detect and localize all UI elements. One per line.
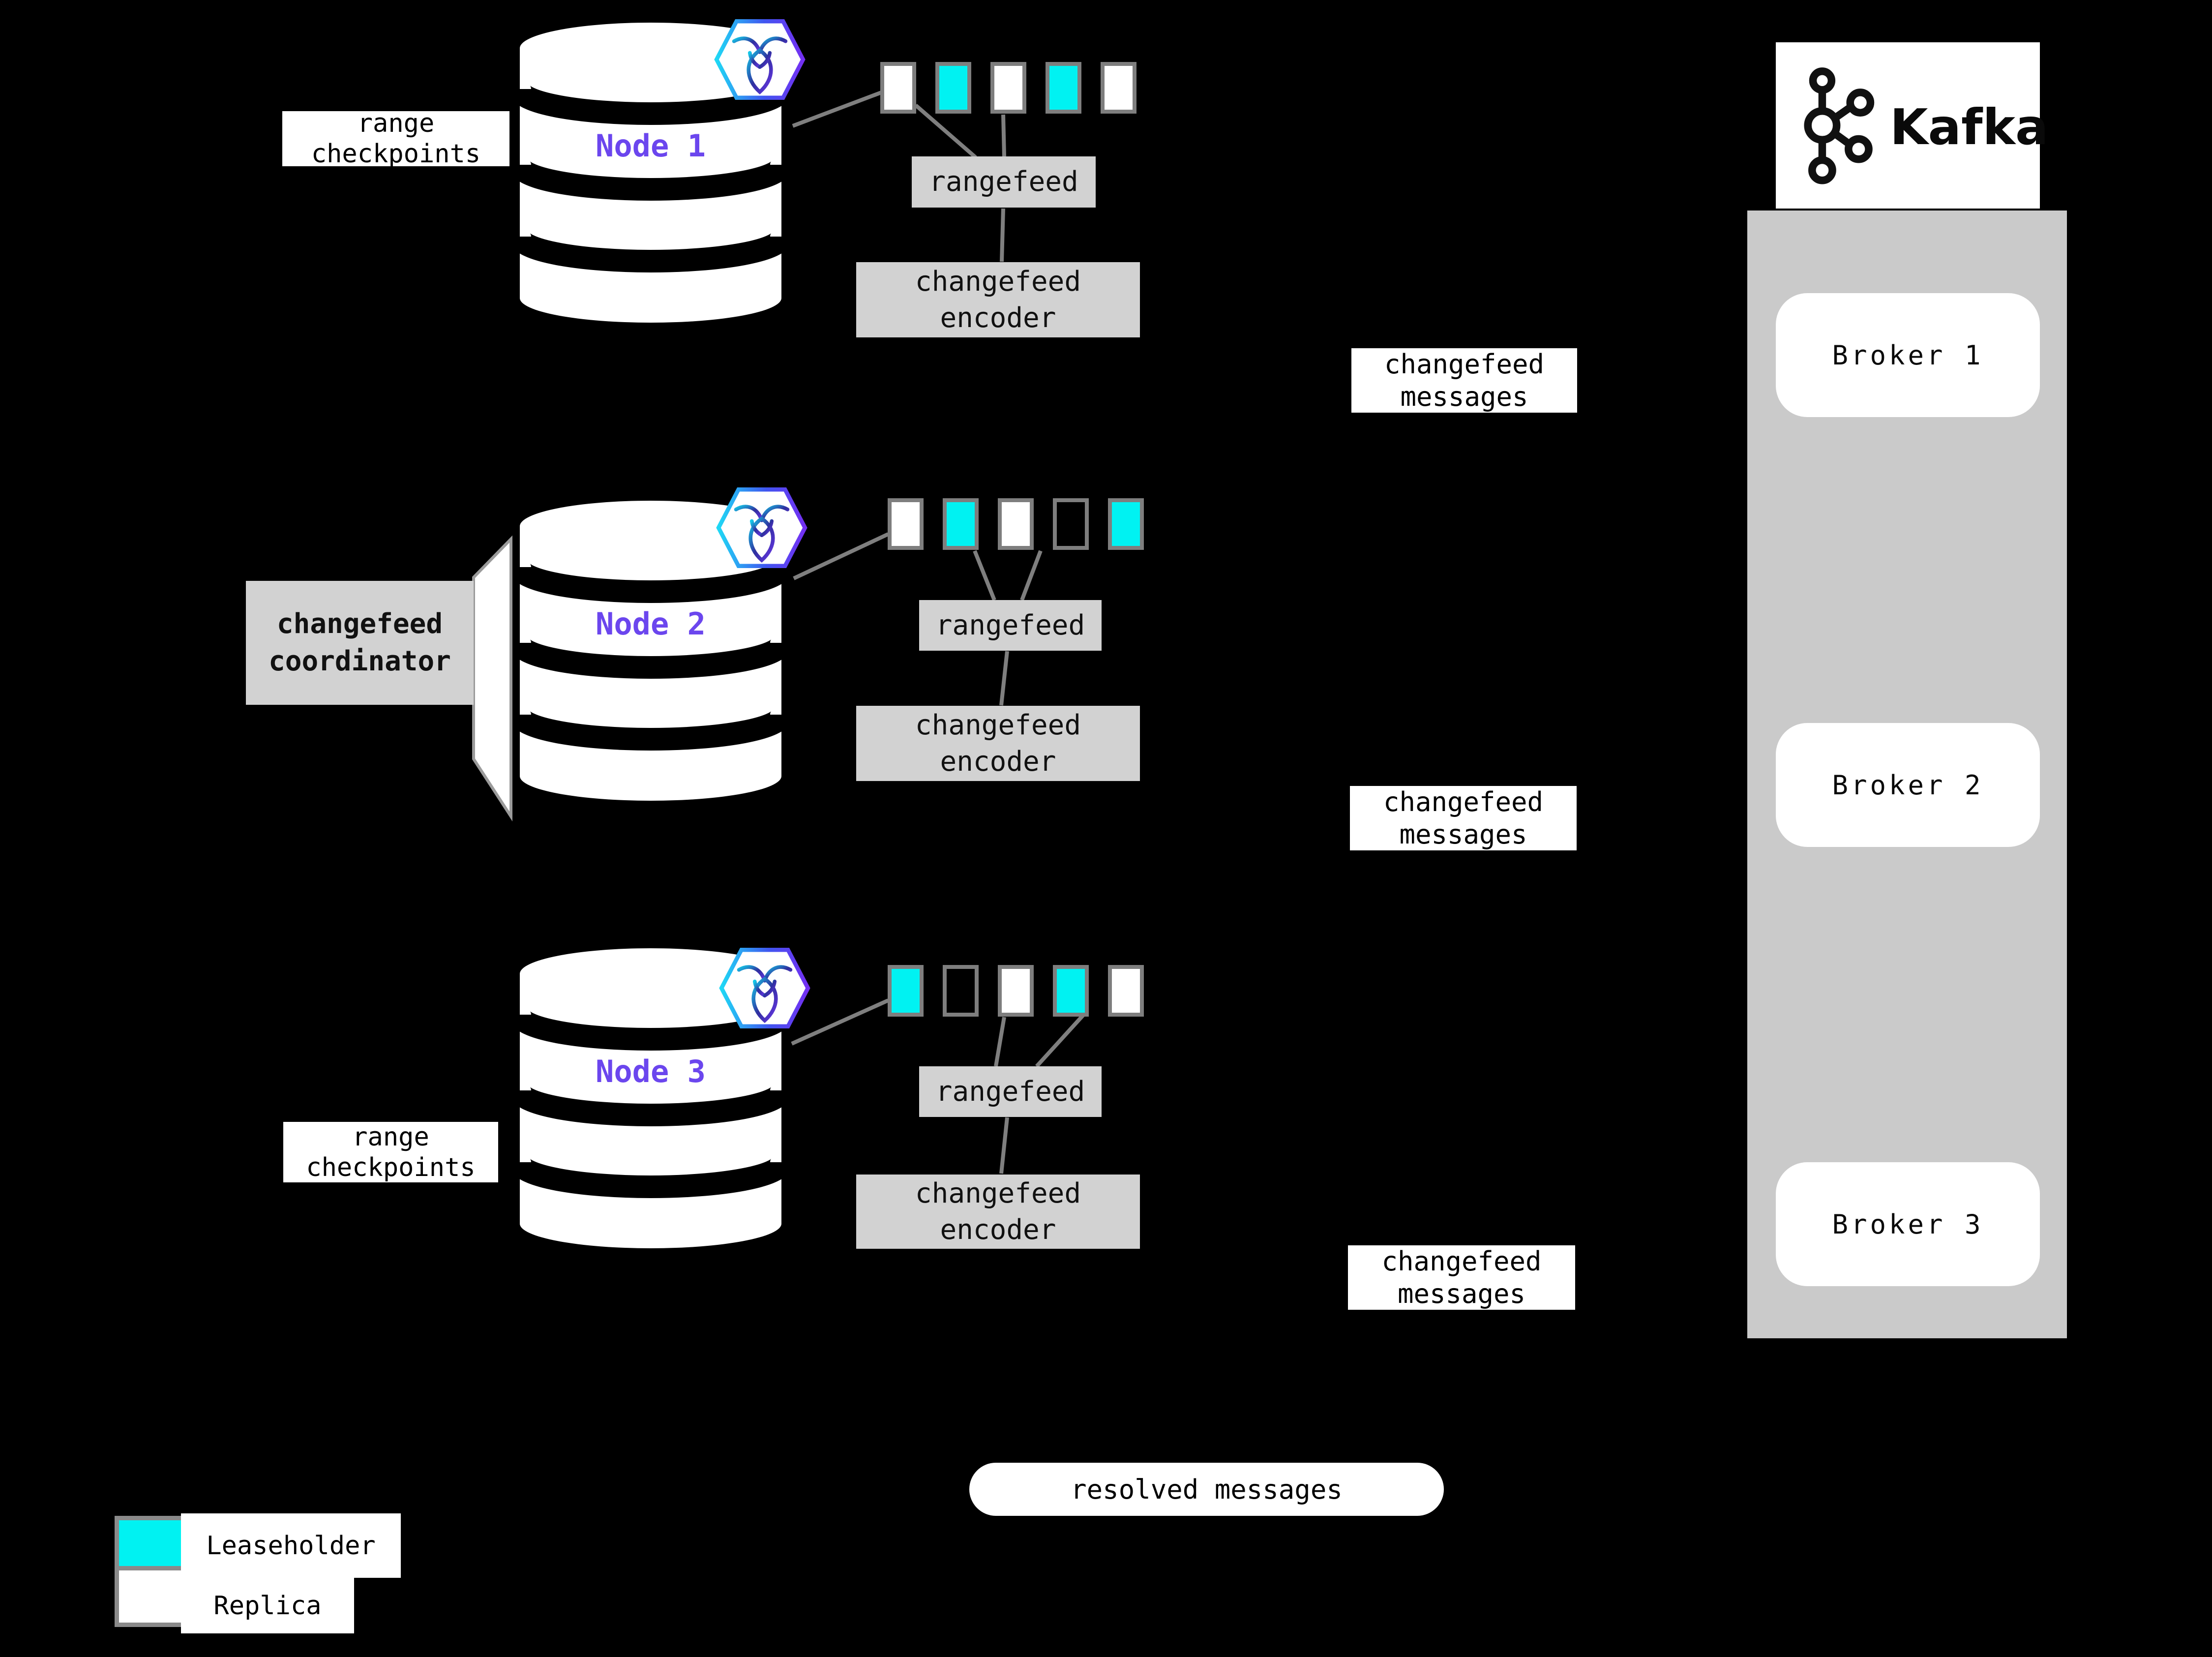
range-empty <box>1053 498 1089 550</box>
range-replica <box>990 62 1026 114</box>
range-row-node1 <box>880 62 1136 114</box>
changefeed-coordinator-label: changefeed coordinator <box>246 581 474 705</box>
range-leaseholder <box>1046 62 1081 114</box>
range-replica <box>1101 62 1136 114</box>
cockroachdb-logo-icon <box>716 487 807 569</box>
label-line: encoder <box>940 745 1056 778</box>
legend-replica-swatch <box>115 1566 191 1627</box>
label-line: changefeed <box>1383 786 1544 817</box>
kafka-broker-2: Broker 2 <box>1776 723 2040 847</box>
changefeed-encoder-box-node3: changefeed encoder <box>856 1175 1140 1249</box>
database-cylinder-node2: Node 2 <box>518 501 783 801</box>
changefeed-encoder-box-node1: changefeed encoder <box>856 262 1140 337</box>
range-replica <box>998 965 1034 1017</box>
label-line: changefeed <box>915 265 1081 298</box>
range-leaseholder <box>1108 498 1144 550</box>
connector-lines <box>791 90 1088 1174</box>
label-line: changefeed <box>915 1177 1081 1209</box>
range-replica <box>998 498 1034 550</box>
label-line: changefeed <box>276 608 443 640</box>
node-name: Node 1 <box>596 128 706 164</box>
rangefeed-box-node1: rangefeed <box>912 156 1096 208</box>
range-leaseholder <box>888 965 924 1017</box>
label-line: coordinator <box>269 645 451 677</box>
rangefeed-box-node2: rangefeed <box>919 600 1102 651</box>
kafka-logo-box: Kafka <box>1776 42 2048 209</box>
kafka-wordmark: Kafka <box>1890 98 2049 156</box>
changefeed-messages-label-2: changefeed messages <box>1350 786 1577 850</box>
range-row-node3 <box>888 965 1144 1017</box>
range-leaseholder <box>1053 965 1089 1017</box>
range-row-node2 <box>888 498 1144 550</box>
range-checkpoints-label-node1: range checkpoints <box>282 109 509 169</box>
range-replica <box>880 62 916 114</box>
label-line: changefeed <box>1381 1245 1542 1277</box>
label-line: messages <box>1399 818 1527 850</box>
label-line: checkpoints <box>306 1152 476 1182</box>
label-line: changefeed <box>1384 348 1545 380</box>
range-checkpoints-label-node3: range checkpoints <box>283 1122 498 1182</box>
changefeed-encoder-box-node2: changefeed encoder <box>856 706 1140 781</box>
resolved-messages-pill: resolved messages <box>969 1463 1444 1516</box>
cockroachdb-logo-icon <box>719 947 810 1029</box>
label-line: range <box>357 109 435 138</box>
label-line: encoder <box>940 1213 1056 1246</box>
range-replica <box>888 498 924 550</box>
range-leaseholder <box>943 498 979 550</box>
kafka-logo-icon <box>1804 67 1875 184</box>
legend-replica-label: Replica <box>181 1578 354 1633</box>
changefeed-messages-label-1: changefeed messages <box>1351 348 1577 413</box>
legend-leaseholder-label: Leaseholder <box>181 1513 401 1578</box>
kafka-broker-1: Broker 1 <box>1776 293 2040 417</box>
coordinator-callout-pointer <box>472 535 512 822</box>
cockroachdb-logo-icon <box>714 19 806 100</box>
range-empty <box>943 965 979 1017</box>
label-line: changefeed <box>915 709 1081 741</box>
label-line: checkpoints <box>311 139 481 169</box>
kafka-broker-3: Broker 3 <box>1776 1162 2040 1286</box>
changefeed-messages-label-3: changefeed messages <box>1348 1245 1575 1310</box>
range-replica <box>1108 965 1144 1017</box>
label-line: range <box>352 1122 429 1152</box>
label-line: encoder <box>940 301 1056 334</box>
node-name: Node 3 <box>596 1054 706 1089</box>
database-cylinder-node3: Node 3 <box>518 948 783 1248</box>
rangefeed-box-node3: rangefeed <box>919 1066 1102 1117</box>
database-cylinder-node1: Node 1 <box>518 23 783 323</box>
range-leaseholder <box>935 62 971 114</box>
label-line: messages <box>1397 1278 1526 1309</box>
node-name: Node 2 <box>596 606 706 642</box>
label-line: messages <box>1400 381 1528 412</box>
